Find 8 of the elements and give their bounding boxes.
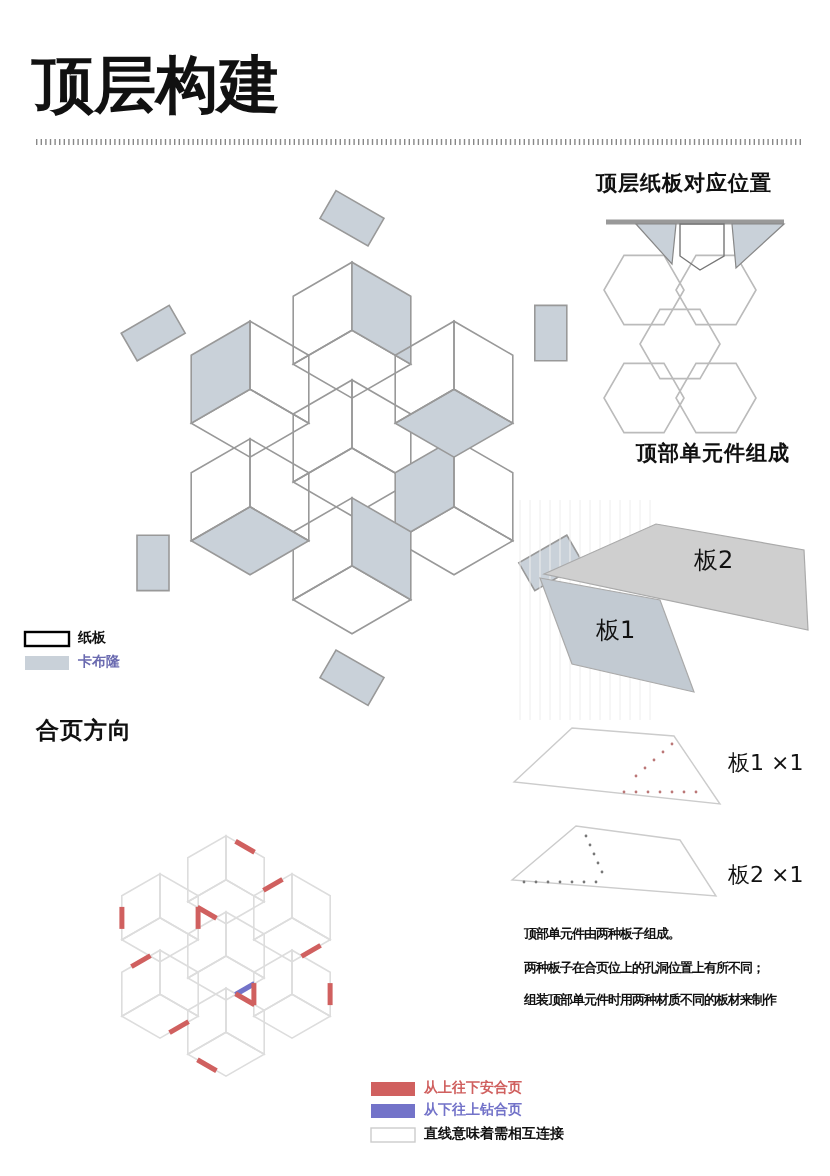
part-label: 板1 [596,614,636,648]
section-heading: 合页方向 [36,716,132,746]
part-label: 板2 [694,544,734,578]
section-heading: 顶部单元件组成 [636,440,790,468]
title: 顶层构建 [32,48,280,126]
part-label: 板2 ×1 [728,860,804,890]
section-heading: 顶层纸板对应位置 [596,170,772,198]
part-label: 板1 ×1 [728,748,804,778]
